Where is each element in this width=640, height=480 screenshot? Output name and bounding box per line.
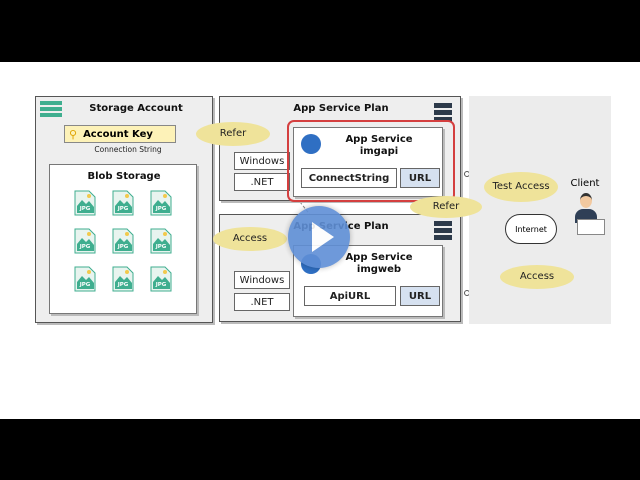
- blob-storage-box: Blob Storage JPG JPG JPG JPG JPG JPG JPG JPG JPG: [49, 164, 197, 314]
- jpg-file-label: JPG: [117, 282, 129, 288]
- server-icon: [434, 221, 452, 241]
- access-blob-bubble: Access: [213, 227, 287, 251]
- jpg-file-icon: JPG: [112, 190, 134, 216]
- storage-account-title: Storage Account: [89, 103, 183, 114]
- apiurl-setting: ApiURL: [304, 286, 396, 306]
- blob-storage-title: Blob Storage: [87, 171, 161, 182]
- video-frame: Storage Account ⚲ Account Key Connection…: [0, 62, 640, 419]
- jpg-file-label: JPG: [79, 282, 91, 288]
- refer-top-bubble: Refer: [196, 122, 270, 146]
- jpg-file-label: JPG: [155, 206, 167, 212]
- storage-account-icon: [40, 101, 62, 117]
- jpg-file-icon: JPG: [112, 266, 134, 292]
- imgapi-url: URL: [400, 168, 440, 188]
- client-label: Client: [570, 178, 600, 189]
- app-service-imgweb: App Service imgweb ApiURL URL: [293, 245, 443, 317]
- access-client-bubble: Access: [500, 265, 574, 289]
- jpg-file-label: JPG: [79, 206, 91, 212]
- plan-bottom-runtime: .NET: [234, 293, 290, 311]
- server-icon: [434, 103, 452, 123]
- play-icon: [312, 222, 334, 252]
- jpg-file-label: JPG: [155, 282, 167, 288]
- laptop-icon: [577, 219, 605, 235]
- connection-string-label: Connection String: [94, 145, 162, 154]
- plan-top-os: Windows: [234, 152, 290, 170]
- jpg-file-label: JPG: [117, 244, 129, 250]
- app-service-icon: [301, 134, 321, 154]
- account-key-box: ⚲ Account Key: [64, 125, 176, 143]
- test-access-bubble: Test Access: [484, 172, 558, 202]
- jpg-file-label: JPG: [155, 244, 167, 250]
- app-service-imgapi: App Service imgapi ConnectString URL: [293, 127, 443, 197]
- imgweb-url: URL: [400, 286, 440, 306]
- internet-label: Internet: [515, 224, 547, 234]
- internet-cloud-icon: Internet: [505, 214, 557, 244]
- plan-bottom-os: Windows: [234, 271, 290, 289]
- imgapi-name: imgapi: [359, 146, 399, 157]
- imgapi-title: App Service: [345, 134, 413, 145]
- app-service-plan-top: App Service Plan Windows .NET App Servic…: [219, 96, 461, 201]
- connectstring-setting: ConnectString: [301, 168, 397, 188]
- jpg-file-icon: JPG: [112, 228, 134, 254]
- jpg-file-icon: JPG: [74, 266, 96, 292]
- refer-mid-bubble: Refer: [410, 196, 482, 218]
- jpg-file-label: JPG: [117, 206, 129, 212]
- jpg-file-icon: JPG: [74, 190, 96, 216]
- plan-top-title: App Service Plan: [293, 103, 389, 114]
- jpg-file-icon: JPG: [150, 190, 172, 216]
- key-icon: ⚲: [69, 127, 78, 141]
- plan-top-runtime: .NET: [234, 173, 290, 191]
- jpg-file-icon: JPG: [150, 266, 172, 292]
- imgweb-title: App Service: [345, 252, 413, 263]
- jpg-file-icon: JPG: [150, 228, 172, 254]
- client-area: Client Internet: [469, 96, 611, 324]
- play-button[interactable]: [288, 206, 350, 268]
- jpg-file-label: JPG: [79, 244, 91, 250]
- account-key-label: Account Key: [83, 128, 153, 140]
- highlight-frame: [287, 120, 455, 202]
- imgweb-name: imgweb: [356, 264, 402, 275]
- jpg-file-icon: JPG: [74, 228, 96, 254]
- storage-account-panel: Storage Account ⚲ Account Key Connection…: [35, 96, 213, 323]
